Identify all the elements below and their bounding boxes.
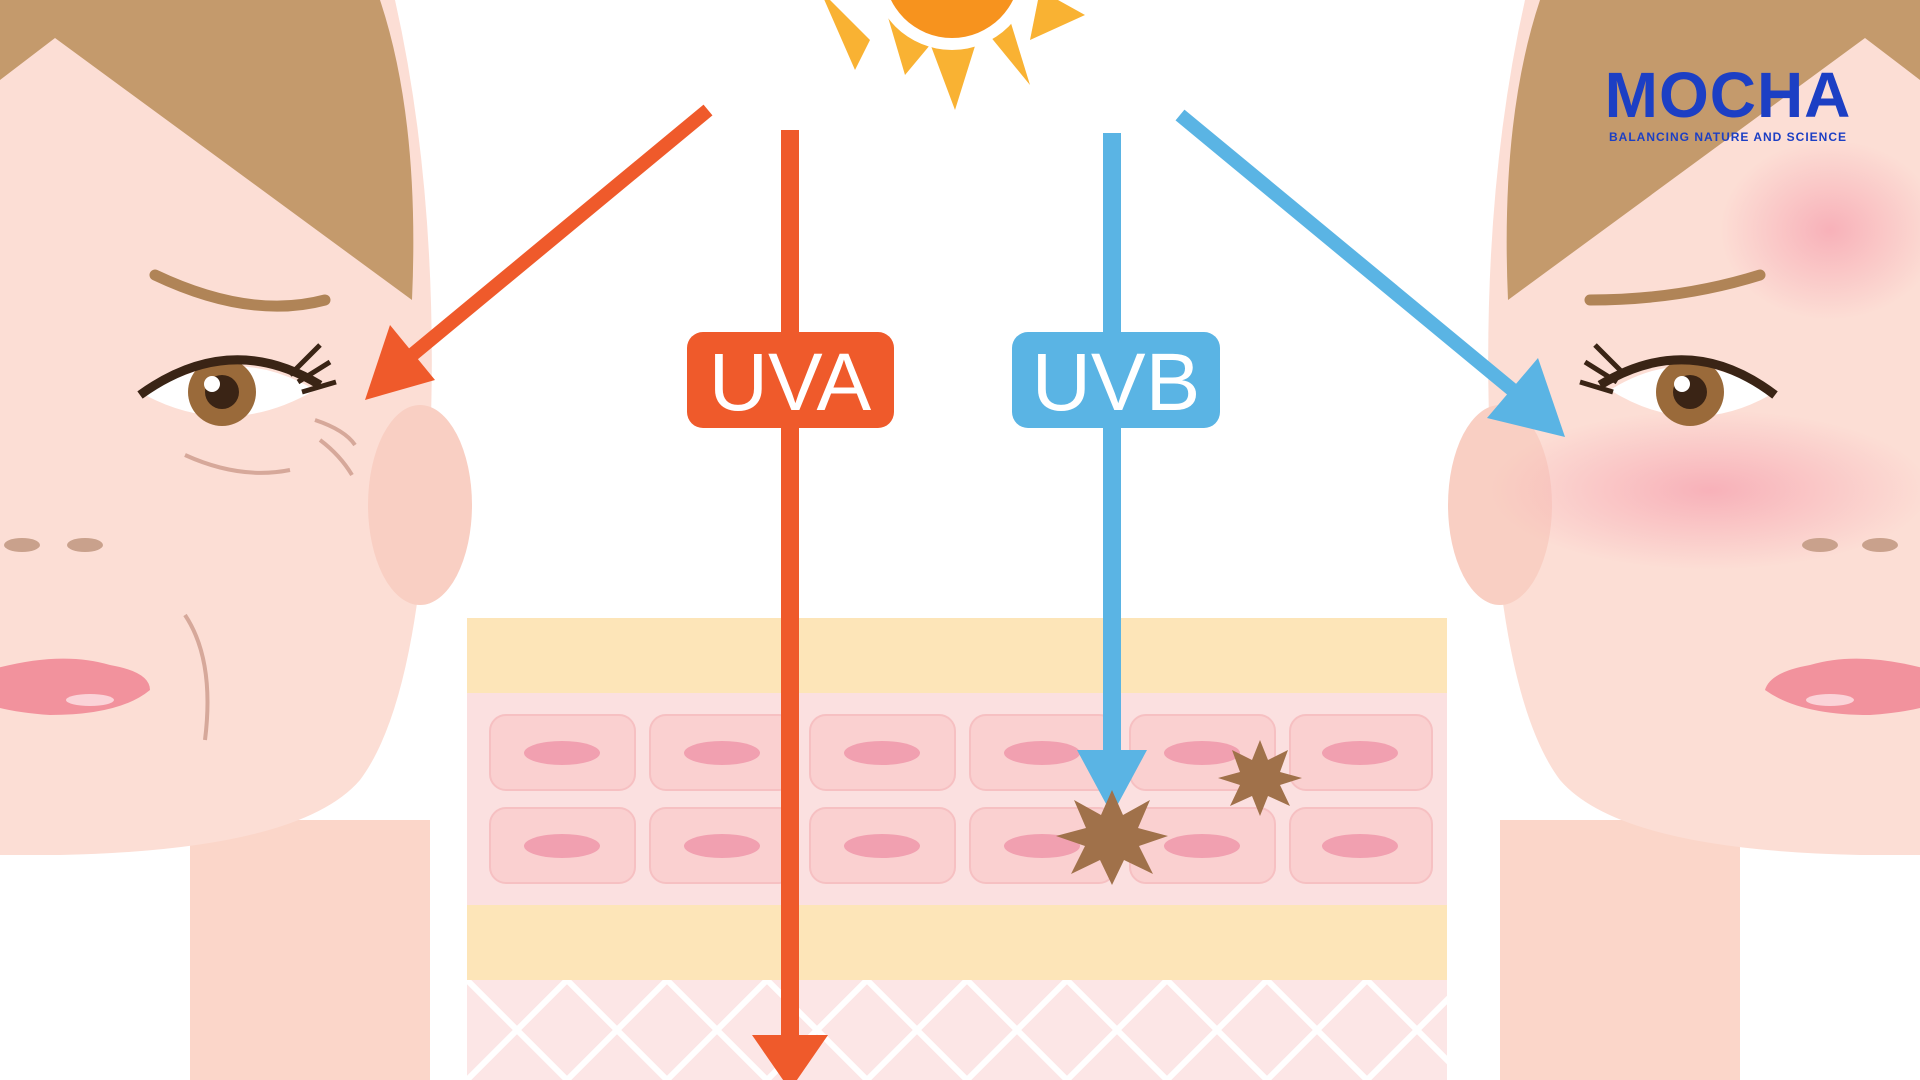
right-eyebrow: [1584, 269, 1766, 306]
damage-star-icon: [1218, 740, 1302, 816]
left-wrinkles: [184, 418, 357, 477]
left-nostril: [4, 538, 40, 552]
left-hair: [0, 0, 414, 300]
left-smile-line: [183, 613, 210, 741]
basement-layer: [467, 905, 1447, 980]
left-nostril: [67, 538, 103, 552]
dermis-mesh: [467, 980, 1447, 1080]
left-eyelashes: [288, 343, 337, 395]
right-lip-highlight: [1806, 694, 1854, 706]
uvb-arrow-to-face: [1175, 109, 1520, 398]
uvb-label: UVB: [1012, 332, 1220, 428]
uva-label-box: [687, 332, 894, 428]
skin-cross-section: [467, 618, 1447, 1080]
left-eye-highlight: [204, 376, 220, 392]
uvb-arrow-head: [1077, 750, 1147, 815]
uva-arrow-head: [365, 325, 435, 400]
uvb-arrow-head: [1487, 358, 1565, 437]
right-face: [1448, 0, 1920, 1080]
right-lips: [1765, 658, 1920, 715]
brand-logo: MOCHA BALANCING NATURE AND SCIENCE: [1598, 62, 1858, 144]
sun-icon: [824, 0, 1085, 110]
right-eyelashes: [1579, 343, 1627, 395]
left-neck: [190, 820, 430, 1080]
right-neck: [1500, 820, 1740, 1080]
right-eye-highlight: [1674, 376, 1690, 392]
right-hair: [1506, 0, 1920, 300]
left-face: [0, 0, 472, 1080]
uva-arrow-to-face: [407, 104, 713, 361]
uvb-label-text: UVB: [1032, 337, 1201, 428]
uvb-label-box: [1012, 332, 1220, 428]
cell-grid: [489, 714, 1433, 884]
uva-rays: [365, 104, 828, 1080]
right-nostril: [1802, 538, 1838, 552]
left-eyebrow: [149, 269, 331, 312]
right-redness-cheek: [1490, 410, 1920, 570]
brand-tagline: BALANCING NATURE AND SCIENCE: [1609, 130, 1847, 144]
left-lip-highlight: [66, 694, 114, 706]
epidermis-layer: [467, 618, 1447, 693]
uva-arrow-head: [752, 1035, 828, 1080]
uva-label: UVA: [687, 332, 894, 428]
right-nostril: [1862, 538, 1898, 552]
right-redness-forehead: [1720, 140, 1920, 320]
left-ear: [368, 405, 472, 605]
uvb-rays: [1077, 109, 1565, 815]
brand-name: MOCHA: [1604, 59, 1852, 131]
left-eyelid: [137, 355, 323, 399]
damage-star-icon: [1056, 790, 1168, 885]
uva-label-text: UVA: [709, 337, 872, 428]
